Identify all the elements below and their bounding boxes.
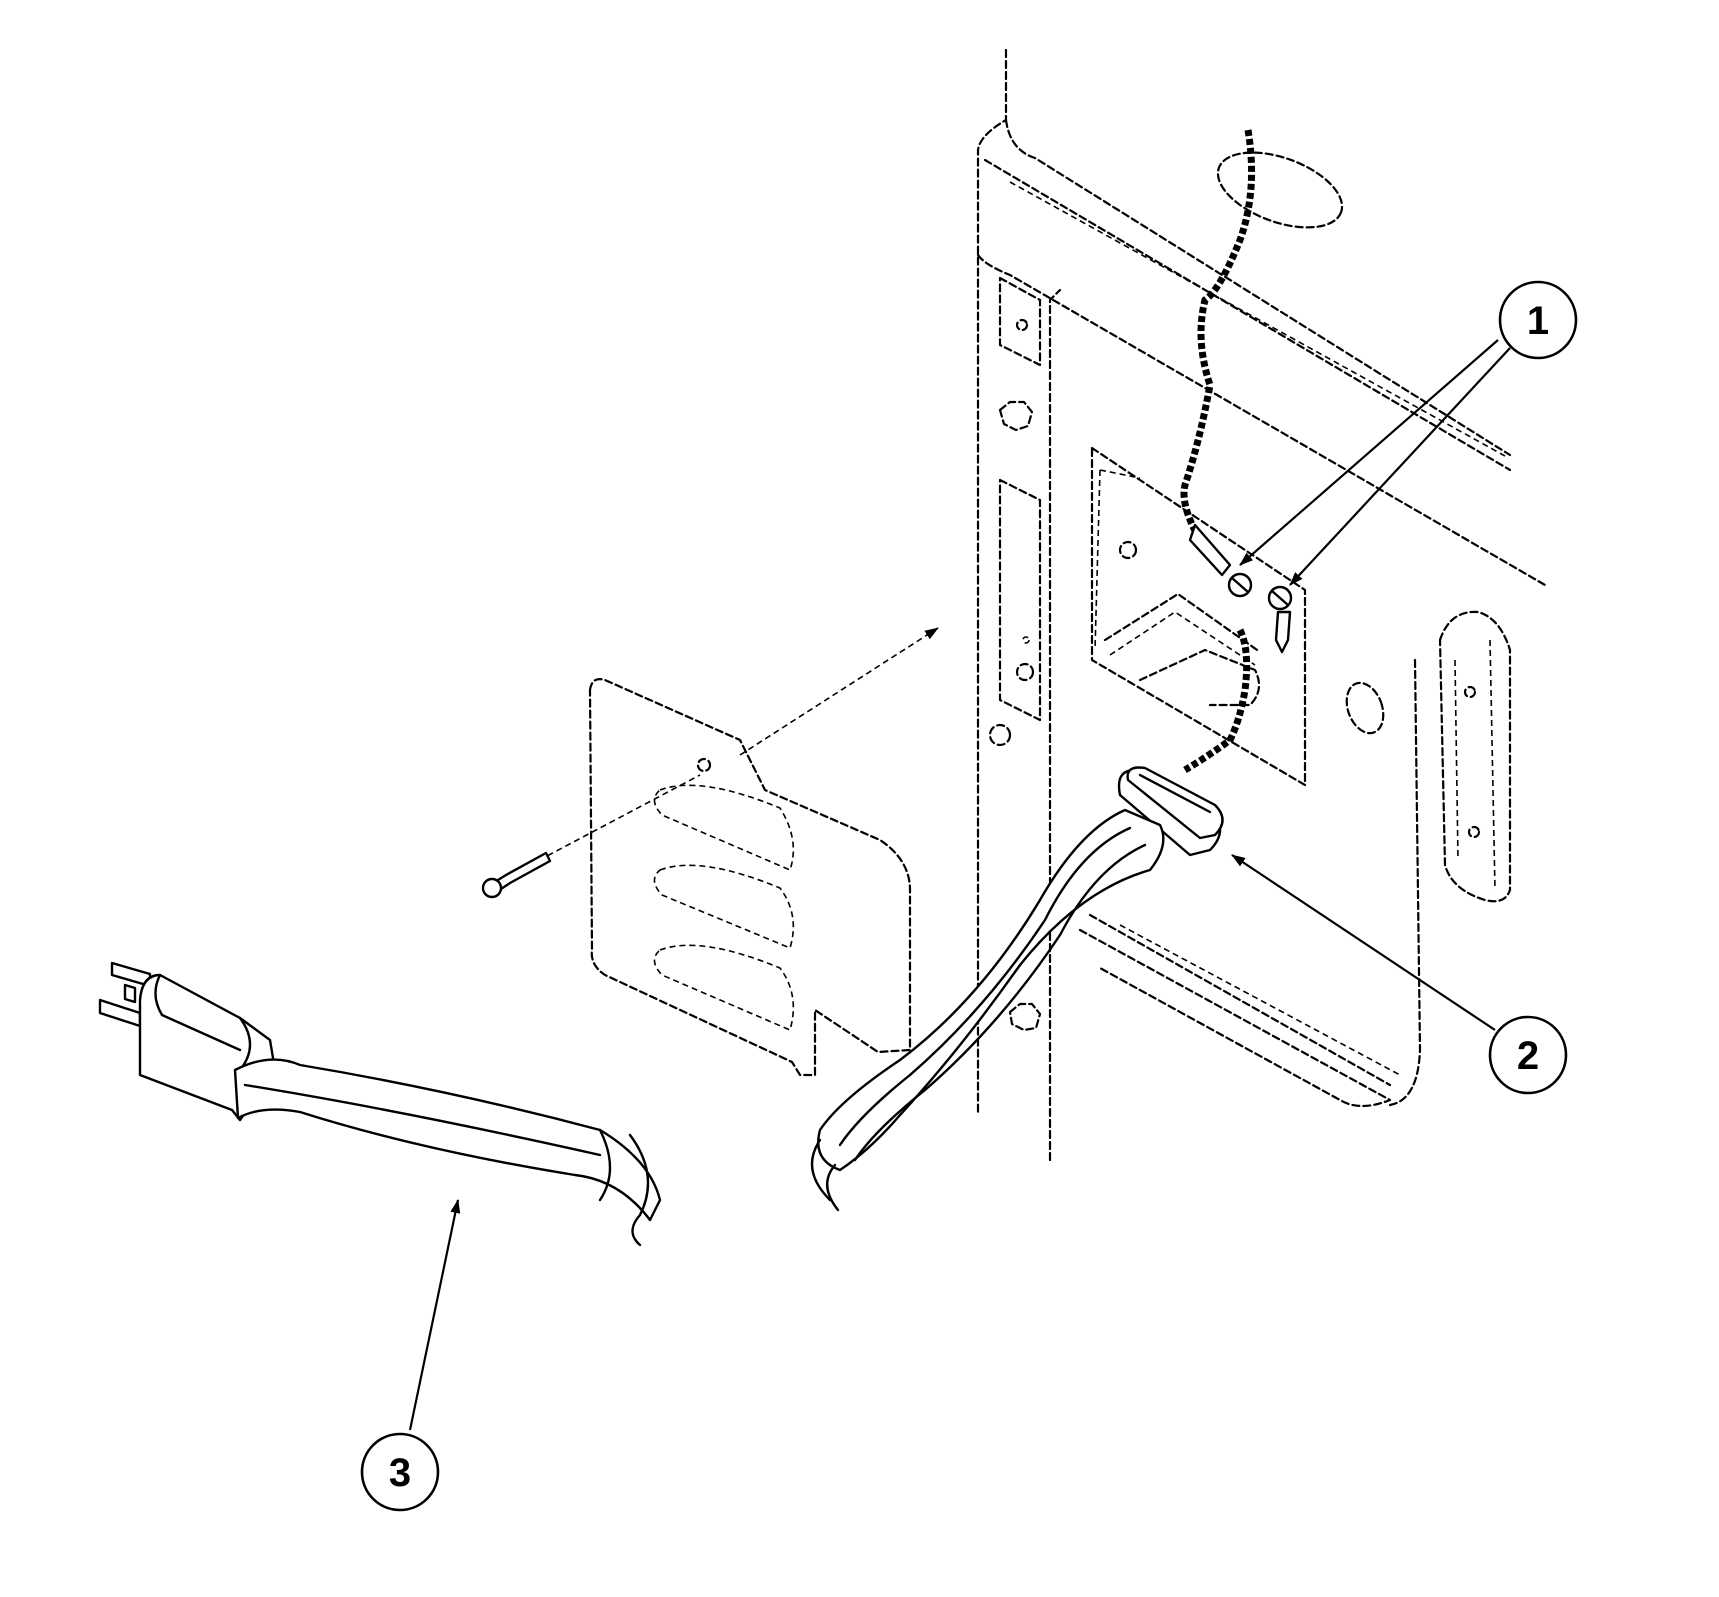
leader-lines (408, 339, 1511, 1431)
callout-3-label: 3 (389, 1451, 411, 1495)
power-cord-installed (810, 808, 1165, 1212)
callout-2: 2 (1488, 1015, 1568, 1095)
callout-3: 3 (360, 1432, 440, 1512)
screw-icon (481, 851, 552, 899)
appliance-cabinet (976, 48, 1547, 1162)
terminal-screws (1188, 523, 1293, 654)
callout-1: 1 (1498, 280, 1578, 360)
internal-wires (1180, 129, 1256, 774)
callout-2-label: 2 (1517, 1034, 1539, 1078)
access-cover-plate (529, 627, 939, 1077)
strain-relief-bushing (1117, 766, 1224, 857)
power-cord-plug (98, 961, 662, 1247)
callout-1-label: 1 (1527, 299, 1549, 343)
